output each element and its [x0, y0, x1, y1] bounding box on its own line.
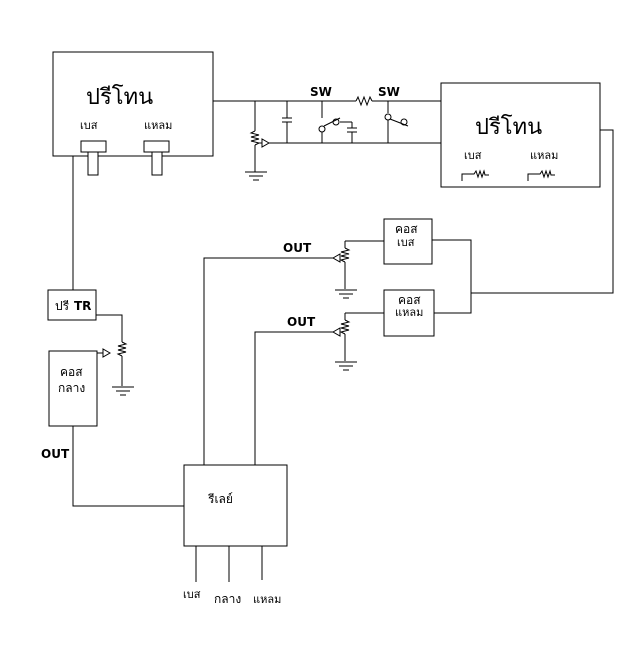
relay-mid-label: กลาง [214, 592, 241, 606]
preamp-left-box [52, 51, 214, 157]
preamp-left-title: ปรีโทน [86, 84, 153, 110]
small-capacitor-icon [340, 121, 357, 143]
relay-bass-label: เบส [183, 588, 201, 601]
relay-treble-label: แหลม [253, 593, 281, 606]
crossover-treble-line1: คอส [398, 293, 421, 307]
relay-box [183, 464, 288, 547]
treble-output-potentiometer-icon [331, 312, 384, 371]
ground-icon [245, 171, 267, 181]
switch-2-icon [384, 101, 409, 143]
pre-tr-prefix: ปรี [55, 299, 70, 313]
pre-tr-box [47, 289, 97, 321]
pre-tr-block: ปรี TR [47, 289, 97, 321]
preamp-left-block: ปรีโทน เบส แหลม [52, 51, 214, 176]
preamp-right-block: ปรีโทน เบส แหลม [440, 82, 601, 188]
switch-2-label: SW [378, 85, 400, 99]
preamp-right-bass-label: เบส [464, 149, 482, 162]
resistor-icon [355, 95, 373, 107]
preamp-left-bass-label: เบส [80, 119, 98, 132]
relay-title: รีเลย์ [207, 492, 232, 506]
output-left-label: OUT [41, 447, 70, 461]
mid-potentiometer-icon [96, 314, 134, 396]
crossover-treble-block: คอส แหลม [383, 289, 435, 337]
preamp-left-treble-label: แหลม [144, 119, 172, 132]
output-middle-label: OUT [287, 315, 316, 329]
switch-1-icon [318, 101, 341, 143]
switch-1-label: SW [310, 85, 332, 99]
crossover-mid-block: คอส กลาง [48, 350, 98, 427]
bass-output-potentiometer-icon [331, 240, 384, 299]
crossover-bass-block: คอส เบส [383, 218, 433, 265]
bass-knob-icon [80, 140, 107, 176]
preamp-right-treble-label: แหลม [530, 149, 558, 162]
preamp-right-box [440, 82, 601, 188]
crossover-mid-box [48, 350, 98, 427]
treble-knob-icon [143, 140, 170, 176]
crossover-treble-line2: แหลม [395, 306, 423, 319]
pre-tr-suffix: TR [74, 299, 91, 313]
preamp-right-title: ปรีโทน [475, 114, 542, 140]
output-top-label: OUT [283, 241, 312, 255]
crossover-bass-line1: คอส [395, 222, 418, 236]
switch-network: SW SW [213, 85, 441, 181]
bass-control-icon [461, 169, 489, 181]
treble-control-icon [527, 169, 555, 181]
crossover-mid-line2: กลาง [58, 381, 85, 395]
crossover-bass-line2: เบส [397, 236, 415, 249]
capacitor-icon [282, 101, 292, 143]
relay-block: รีเลย์ เบส กลาง แหลม [183, 464, 288, 606]
volume-potentiometer-icon [249, 101, 271, 172]
crossover-mid-line1: คอส [60, 365, 83, 379]
